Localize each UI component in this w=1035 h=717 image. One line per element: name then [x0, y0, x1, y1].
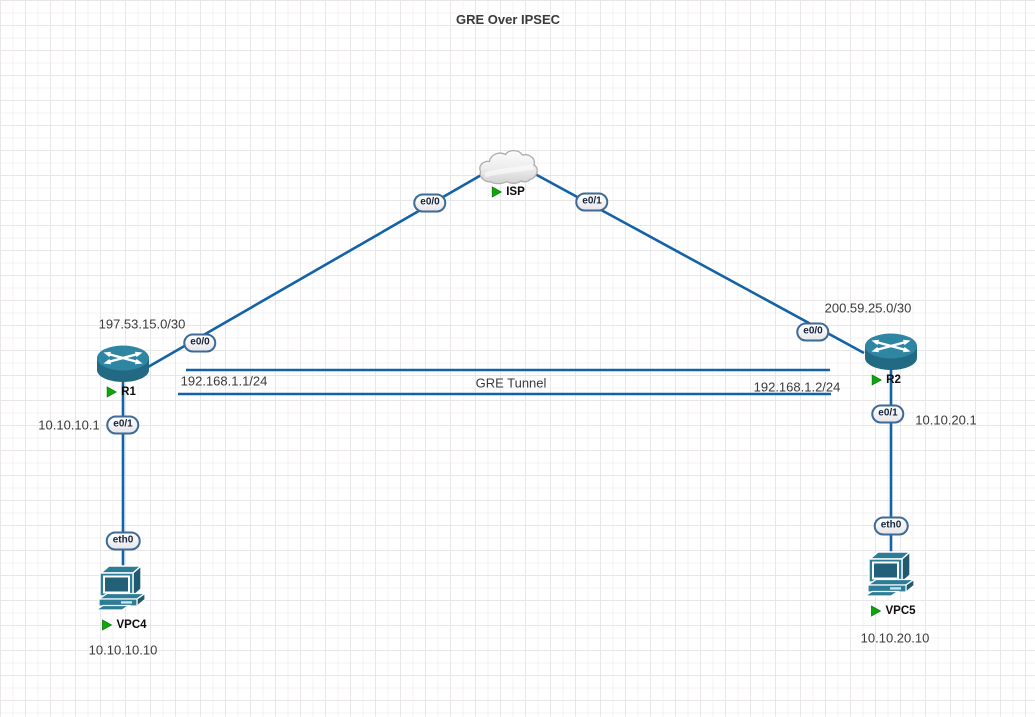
diagram-title[interactable]: GRE Over IPSEC	[455, 12, 561, 27]
interface-badge-isp-e0-0[interactable]: e0/0	[413, 193, 447, 213]
annotation-r1-lan-ip[interactable]: 10.10.10.1	[38, 417, 100, 433]
node-vpc4[interactable]	[93, 563, 149, 616]
annotation-r2-isp-network[interactable]: 200.59.25.0/30	[824, 300, 912, 316]
node-isp[interactable]	[477, 147, 541, 192]
running-play-icon	[106, 386, 117, 398]
annotation-r2-lan-ip[interactable]: 10.10.20.1	[915, 412, 977, 428]
node-label-vpc4[interactable]: VPC4	[101, 619, 147, 631]
pc-icon	[93, 564, 147, 611]
interface-badge-r2-e0-1[interactable]: e0/1	[871, 404, 905, 424]
running-play-icon	[871, 374, 882, 386]
running-play-icon	[491, 186, 503, 198]
node-label-text: ISP	[506, 186, 525, 198]
interface-badge-vpc5-eth0[interactable]: eth0	[873, 516, 909, 536]
annotation-tunnel-r1-ip[interactable]: 192.168.1.1/24	[180, 373, 268, 389]
interface-badge-r1-e0-1[interactable]: e0/1	[106, 415, 140, 435]
node-label-text: VPC4	[116, 619, 147, 631]
node-vpc5[interactable]	[862, 549, 918, 602]
running-play-icon	[871, 605, 882, 617]
cloud-icon	[479, 149, 538, 185]
node-label-text: VPC5	[885, 605, 916, 617]
pc-icon	[862, 550, 916, 597]
node-r2[interactable]	[863, 332, 919, 377]
running-play-icon	[102, 619, 113, 631]
node-r1[interactable]	[95, 344, 151, 389]
interface-badge-isp-e0-1[interactable]: e0/1	[575, 192, 609, 212]
router-icon	[865, 333, 917, 370]
annotation-vpc4-ip[interactable]: 10.10.10.10	[88, 642, 158, 658]
node-label-r1[interactable]: R1	[106, 386, 136, 398]
interface-badge-r2-e0-0[interactable]: e0/0	[796, 322, 830, 342]
node-label-isp[interactable]: ISP	[491, 186, 525, 198]
node-label-vpc5[interactable]: VPC5	[870, 605, 916, 617]
annotation-r1-isp-network[interactable]: 197.53.15.0/30	[98, 316, 186, 332]
node-label-text: R2	[886, 374, 901, 386]
interface-badge-r1-e0-0[interactable]: e0/0	[183, 333, 217, 353]
annotation-vpc5-ip[interactable]: 10.10.20.10	[860, 630, 930, 646]
node-label-text: R1	[121, 386, 136, 398]
annotation-gre-tunnel-label[interactable]: GRE Tunnel	[475, 375, 547, 391]
node-label-r2[interactable]: R2	[871, 374, 901, 386]
interface-badge-vpc4-eth0[interactable]: eth0	[105, 531, 141, 551]
router-icon	[97, 345, 149, 382]
annotation-tunnel-r2-ip[interactable]: 192.168.1.2/24	[753, 379, 841, 395]
